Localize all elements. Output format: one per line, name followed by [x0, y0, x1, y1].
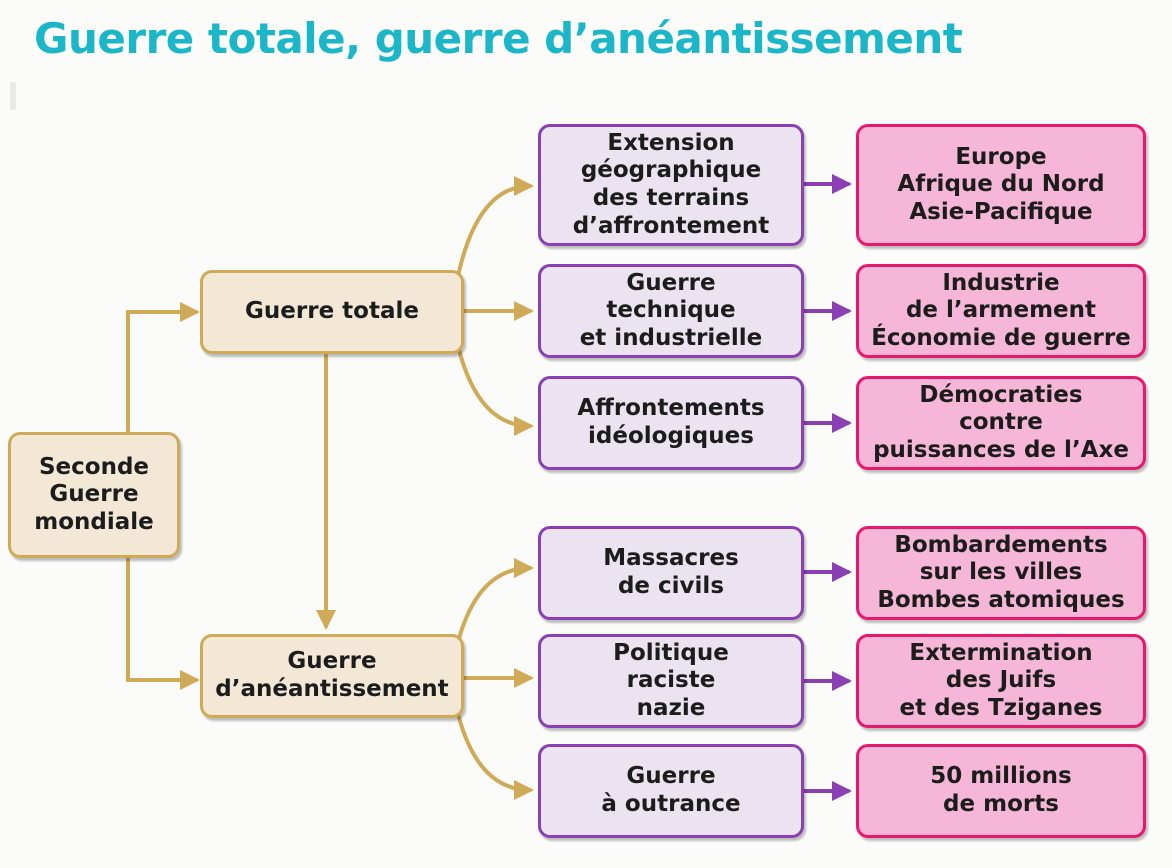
- cause-node-guerre-outrance: Guerre à outrance: [538, 744, 804, 838]
- cause-node-politique-raciste: Politique raciste nazie: [538, 634, 804, 728]
- cause-node-extension-geographique: Extension géographique des terrains d’af…: [538, 124, 804, 246]
- root-node-seconde-guerre-mondiale: Seconde Guerre mondiale: [8, 432, 180, 558]
- result-node-50-millions-morts: 50 millions de morts: [856, 744, 1146, 838]
- arrow-root-to-aneantissement: [126, 556, 200, 690]
- node-guerre-totale: Guerre totale: [200, 270, 464, 354]
- arrow-total-to-cause-3: [456, 344, 534, 436]
- cause-node-guerre-technique: Guerre technique et industrielle: [538, 264, 804, 358]
- arrow-root-to-total: [126, 302, 200, 434]
- result-node-industrie-armement: Industrie de l’armement Économie de guer…: [856, 264, 1146, 358]
- arrow-total-to-cause-1: [456, 176, 534, 278]
- result-node-theatres: Europe Afrique du Nord Asie-Pacifique: [856, 124, 1146, 246]
- arrow-aneantissement-to-cause-4: [456, 558, 534, 644]
- result-node-democraties-axe: Démocraties contre puissances de l’Axe: [856, 376, 1146, 470]
- result-node-bombardements: Bombardements sur les villes Bombes atom…: [856, 526, 1146, 620]
- page-margin-mark: [10, 82, 16, 110]
- node-guerre-aneantissement: Guerre d’anéantissement: [200, 634, 464, 718]
- page-title: Guerre totale, guerre d’anéantissement: [34, 14, 963, 63]
- cause-node-massacres-civils: Massacres de civils: [538, 526, 804, 620]
- result-node-extermination: Extermination des Juifs et des Tziganes: [856, 634, 1146, 728]
- cause-node-affrontements-ideologiques: Affrontements idéologiques: [538, 376, 804, 470]
- arrow-aneantissement-to-cause-6: [456, 712, 534, 800]
